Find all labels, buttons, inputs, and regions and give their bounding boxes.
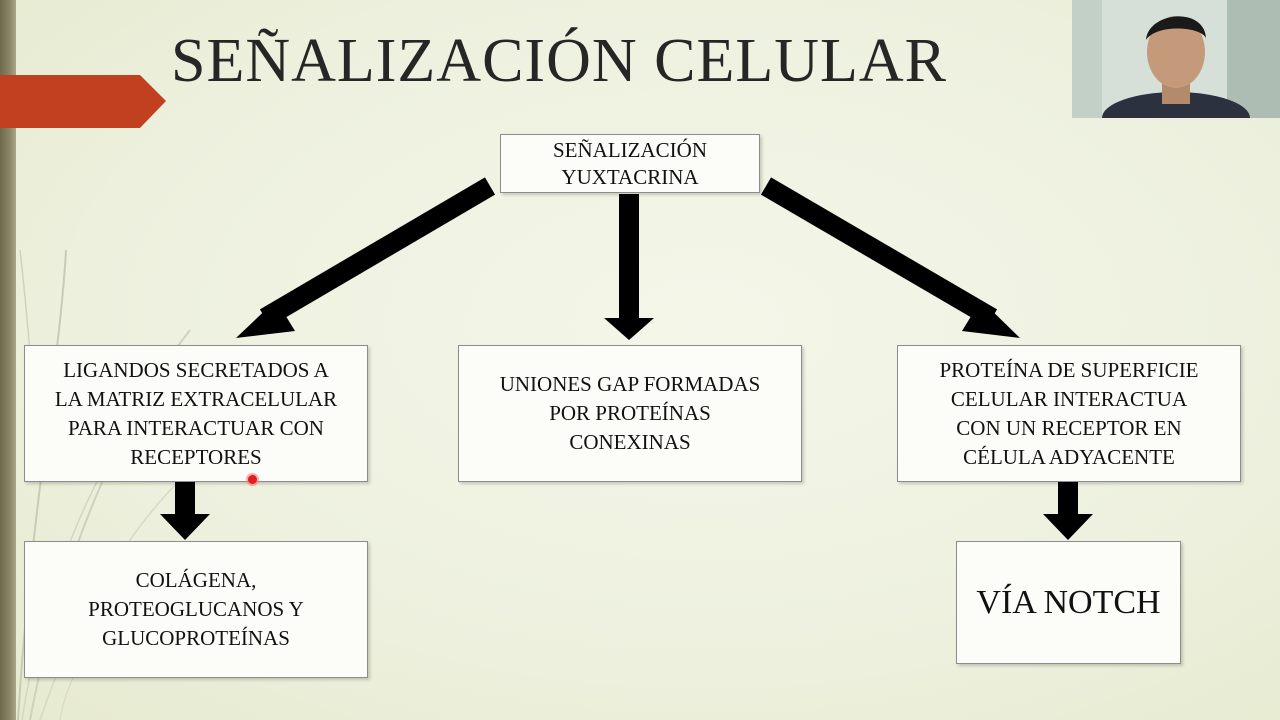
node-uniones: UNIONES GAP FORMADAS POR PROTEÍNAS CONEX… [458, 345, 802, 482]
arrow-root-to-proteina [760, 177, 1020, 338]
title-ribbon [0, 75, 166, 128]
node-proteina-label: PROTEÍNA DE SUPERFICIE CELULAR INTERACTU… [939, 357, 1199, 469]
node-root-label: SEÑALIZACIÓN YUXTACRINA [553, 137, 707, 189]
node-colagena-label: COLÁGENA, PROTEOGLUCANOS Y GLUCOPROTEÍNA… [88, 568, 304, 650]
node-colagena: COLÁGENA, PROTEOGLUCANOS Y GLUCOPROTEÍNA… [24, 541, 368, 678]
node-ligandos-label: LIGANDOS SECRETADOS A LA MATRIZ EXTRACEL… [54, 357, 338, 469]
arrow-root-to-ligandos [236, 177, 496, 338]
webcam-overlay [1072, 0, 1280, 118]
presenter-silhouette [1072, 0, 1280, 118]
arrow-root-to-uniones [604, 194, 654, 340]
arrow-proteina-to-notch [1043, 482, 1093, 540]
node-root: SEÑALIZACIÓN YUXTACRINA [500, 134, 760, 193]
pointer-cursor-dot [248, 475, 257, 484]
node-notch: VÍA NOTCH [956, 541, 1181, 664]
arrow-ligandos-to-colagena [160, 482, 210, 540]
slide-left-strip [0, 0, 16, 720]
slide-title: SEÑALIZACIÓN CELULAR [171, 27, 947, 95]
node-ligandos: LIGANDOS SECRETADOS A LA MATRIZ EXTRACEL… [24, 345, 368, 482]
node-proteina: PROTEÍNA DE SUPERFICIE CELULAR INTERACTU… [897, 345, 1241, 482]
node-notch-label: VÍA NOTCH [976, 583, 1161, 621]
node-uniones-label: UNIONES GAP FORMADAS POR PROTEÍNAS CONEX… [499, 372, 761, 454]
